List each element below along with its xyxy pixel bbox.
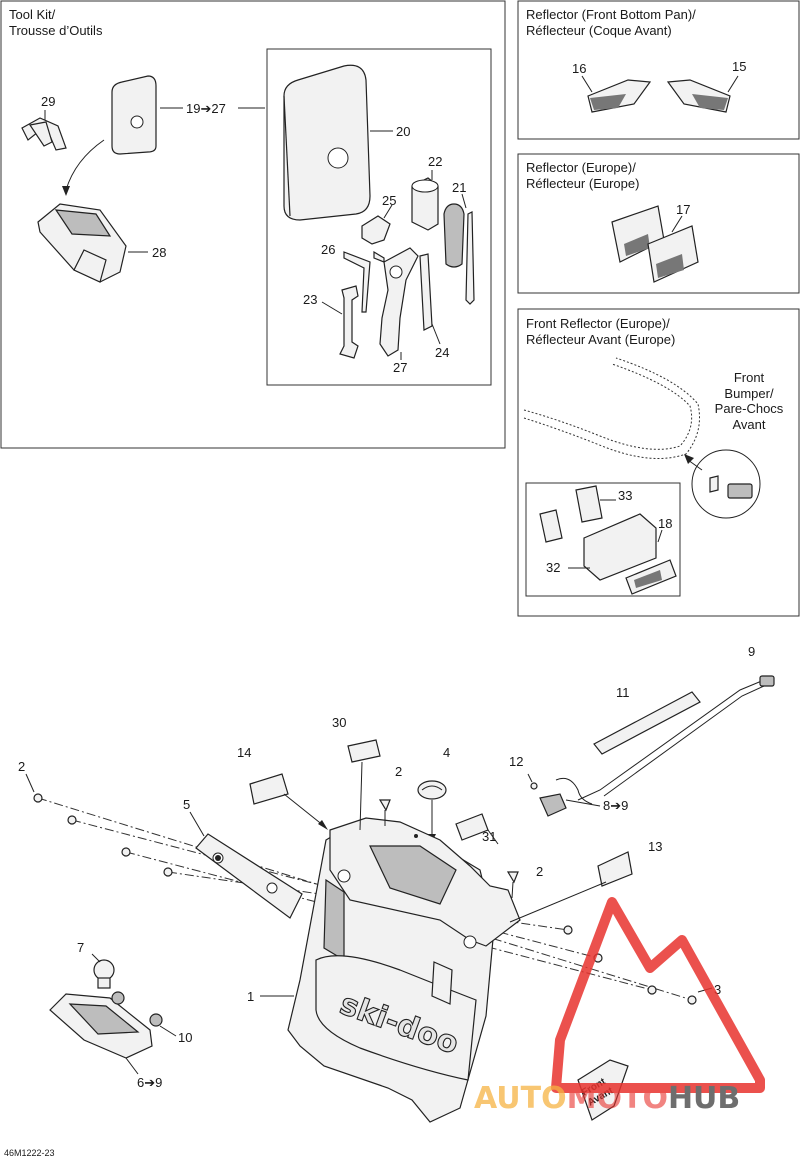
callout-14: 14 xyxy=(237,745,251,760)
front-reflector-europe-frame xyxy=(517,308,800,617)
emblem-part-4 xyxy=(417,780,447,800)
bracket-left xyxy=(539,509,563,543)
callout-21: 21 xyxy=(452,180,466,195)
callout-2b: 2 xyxy=(395,764,402,779)
decal-part-13 xyxy=(597,851,633,887)
socket-part-22 xyxy=(411,170,439,231)
callout-24: 24 xyxy=(435,345,449,360)
reflector-europe-title-fr: Réflecteur (Europe) xyxy=(526,176,639,191)
front-reflector-europe-title-en: Front Reflector (Europe)/ xyxy=(526,316,670,331)
callout-10: 10 xyxy=(178,1030,192,1045)
hex-key-part-26 xyxy=(343,250,385,313)
strip-part-11 xyxy=(593,691,701,755)
callout-13: 13 xyxy=(648,839,662,854)
callout-22: 22 xyxy=(428,154,442,169)
tool-kit-title-fr: Trousse d’Outils xyxy=(9,23,103,38)
front-reflector-detail-frame xyxy=(525,482,681,597)
callout-25: 25 xyxy=(382,193,396,208)
connector-part-8 xyxy=(539,793,567,817)
callout-31: 31 xyxy=(482,829,496,844)
holder-part-28 xyxy=(37,203,148,283)
tool-kit-title-en: Tool Kit/ xyxy=(9,7,56,22)
reflector-bottom-pan-title-fr: Réflecteur (Coque Avant) xyxy=(526,23,672,38)
watermark: AUTOMOTOHUB xyxy=(474,897,765,1116)
screwdriver-part-21 xyxy=(443,193,475,305)
watermark-text: AUTOMOTOHUB xyxy=(474,1081,740,1116)
callout-9: 9 xyxy=(748,644,755,659)
callout-6-9: 6➔9 xyxy=(137,1075,162,1090)
reflector-bottom-pan-panel: Reflector (Front Bottom Pan)/ Réflecteur… xyxy=(517,0,800,140)
clip-part-29 xyxy=(21,110,67,151)
callout-18: 18 xyxy=(658,516,672,531)
callout-32: 32 xyxy=(546,560,560,575)
bulb-part-7 xyxy=(93,959,115,981)
callout-16: 16 xyxy=(572,61,586,76)
callout-11: 11 xyxy=(616,685,630,700)
detail-zoom-circle xyxy=(691,449,761,519)
callout-26: 26 xyxy=(321,242,335,257)
callout-33: 33 xyxy=(618,488,632,503)
reflector-bottom-pan-title-en: Reflector (Front Bottom Pan)/ xyxy=(526,7,696,22)
install-arrow xyxy=(65,139,105,191)
callout-3: 3 xyxy=(714,982,721,997)
front-bumper-line2: Bumper/ xyxy=(724,386,774,401)
front-bumper-line3: Pare-Chocs xyxy=(715,401,784,416)
tool-kit-frame xyxy=(0,0,506,449)
watermark-triangle xyxy=(551,897,765,1093)
callout-19-27: 19➔27 xyxy=(186,101,226,116)
callout-5: 5 xyxy=(183,797,190,812)
tool-kit-panel: Tool Kit/ Trousse d’Outils xyxy=(0,0,506,449)
tool-pouch-20 xyxy=(283,64,393,221)
callout-23: 23 xyxy=(303,292,317,307)
front-bumper-line4: Avant xyxy=(732,417,765,432)
callout-2c: 2 xyxy=(536,864,543,879)
tool-pouch-small xyxy=(111,75,265,155)
main-assembly: ski-doo xyxy=(18,644,775,1123)
callout-4: 4 xyxy=(443,745,450,760)
callout-17: 17 xyxy=(676,202,690,217)
front-reflector-europe-panel: Front Reflector (Europe)/ Réflecteur Ava… xyxy=(517,308,800,617)
callout-30: 30 xyxy=(332,715,346,730)
callout-28: 28 xyxy=(152,245,166,260)
reflector-europe-title-en: Reflector (Europe)/ xyxy=(526,160,636,175)
decal-part-14 xyxy=(249,773,289,805)
cable-part-9 xyxy=(577,679,765,801)
front-bumper-outline xyxy=(523,363,693,450)
callout-29: 29 xyxy=(41,94,55,109)
diagram-code: 46M1222-23 xyxy=(4,1148,55,1158)
callout-15: 15 xyxy=(732,59,746,74)
callout-8-9: 8➔9 xyxy=(603,798,628,813)
callout-2a: 2 xyxy=(18,759,25,774)
callout-1: 1 xyxy=(247,989,254,1004)
reflector-housing-32 xyxy=(583,513,657,581)
spanner-part-27 xyxy=(379,247,419,360)
bracket-33 xyxy=(575,485,603,523)
tool-kit-contents-frame xyxy=(266,48,492,386)
pin-part-24 xyxy=(419,253,441,345)
callout-27: 27 xyxy=(393,360,407,375)
reflector-europe-frame xyxy=(517,153,800,294)
front-reflector-europe-title-fr: Réflecteur Avant (Europe) xyxy=(526,332,675,347)
wrench-part-23 xyxy=(321,285,359,359)
decal-part-30 xyxy=(347,739,381,763)
front-bumper-line1: Front xyxy=(734,370,765,385)
clip-part-25 xyxy=(361,204,393,245)
callout-7: 7 xyxy=(77,940,84,955)
callout-20: 20 xyxy=(396,124,410,139)
reflector-europe-panel: Reflector (Europe)/ Réflecteur (Europe) … xyxy=(517,153,800,294)
callout-12: 12 xyxy=(509,754,523,769)
reflector-bottom-pan-frame xyxy=(517,0,800,140)
